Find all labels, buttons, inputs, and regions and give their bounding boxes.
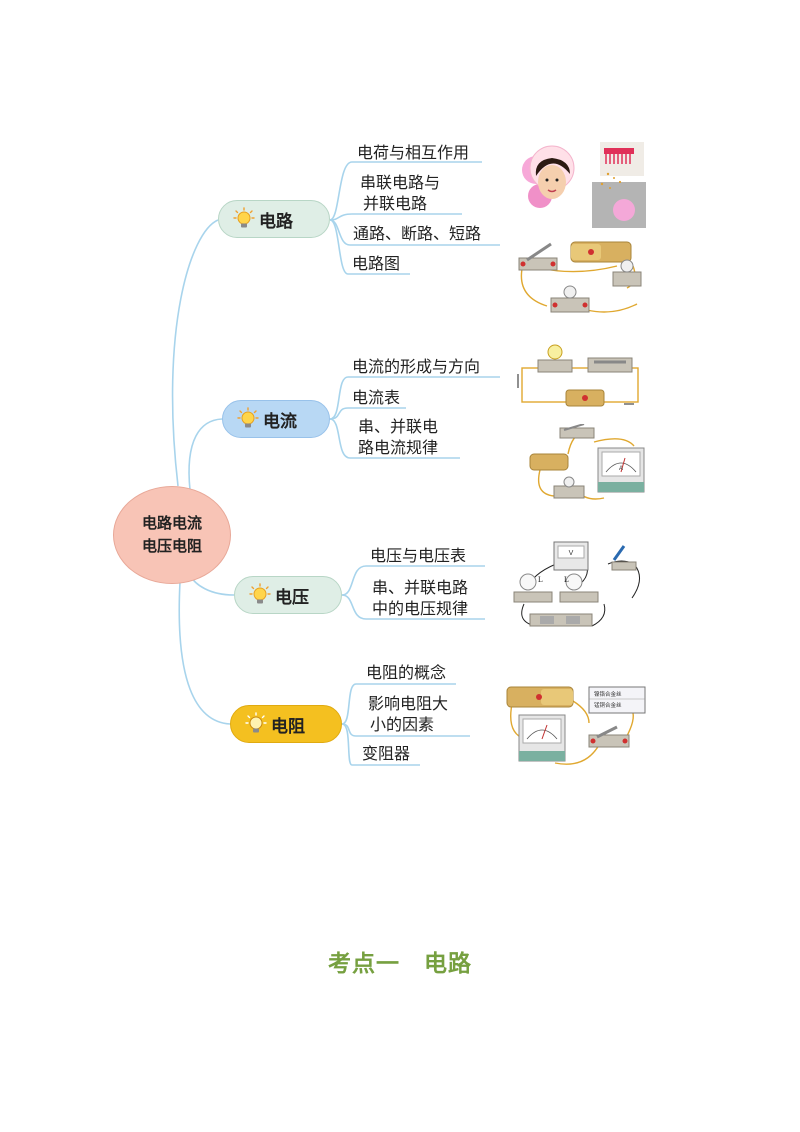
lightbulb-icon [249, 583, 271, 604]
lightbulb-icon [245, 712, 267, 733]
section-title: 考点一电路 [0, 944, 800, 978]
branch-label: 电阻 [271, 716, 305, 737]
charge-balloon-photo [522, 142, 646, 228]
voltmeter-mark: V [569, 550, 574, 557]
branch-current: 电流 [222, 400, 330, 438]
section-title-part1: 考点一 [328, 951, 400, 977]
leaf-series-parallel-circuit: 串联电路与 并联电路 [360, 173, 441, 213]
wire-label-manganin: 锰铜合金丝 [594, 701, 622, 709]
branch-label: 电压 [275, 587, 309, 608]
root-label-line2: 电压电阻 [141, 537, 202, 555]
branch-resistance: 电阻 [230, 705, 342, 743]
leaf-voltage-voltmeter: 电压与电压表 [370, 546, 467, 565]
ammeter-mark: A [619, 466, 623, 472]
circuit-diagram-photo [518, 241, 642, 313]
voltage-circuit-photo: V L L [513, 541, 640, 627]
wire-label-nichrome: 镍铬合金丝 [594, 690, 622, 698]
section-title-part2: 电路 [424, 951, 472, 977]
leaf-charge-interaction: 电荷与相互作用 [357, 143, 470, 162]
leaf-current-rules: 串、并联电 路电流规律 [358, 417, 439, 457]
root-label-line1: 电路电流 [141, 514, 202, 532]
branch-label: 电路 [259, 211, 293, 232]
lamp-mark: L [564, 575, 569, 584]
lightbulb-icon [237, 407, 259, 428]
leaf-rheostat: 变阻器 [362, 744, 411, 763]
ammeter-circuit-photo: A [529, 424, 645, 500]
leaf-resistance-factors: 影响电阻大 小的因素 [368, 694, 449, 734]
root-node: 电路电流 电压电阻 [113, 486, 231, 584]
leaf-voltage-rules: 串、并联电路 中的电压规律 [372, 578, 469, 618]
current-direction-photo [517, 344, 639, 407]
leaf-current-formation: 电流的形成与方向 [352, 357, 481, 376]
leaf-resistance-concept: 电阻的概念 [366, 663, 447, 682]
lamp-mark: L [538, 575, 543, 584]
leaf-ammeter: 电流表 [352, 388, 401, 407]
branch-label: 电流 [263, 411, 297, 432]
lightbulb-icon [233, 207, 255, 228]
branch-circuit: 电路 [218, 200, 330, 238]
leaf-circuit-diagram: 电路图 [352, 254, 401, 273]
branch-voltage: 电压 [234, 576, 342, 614]
leaf-circuit-states: 通路、断路、短路 [353, 224, 482, 243]
resistance-experiment-photo: 镍铬合金丝 锰铜合金丝 [506, 686, 646, 765]
